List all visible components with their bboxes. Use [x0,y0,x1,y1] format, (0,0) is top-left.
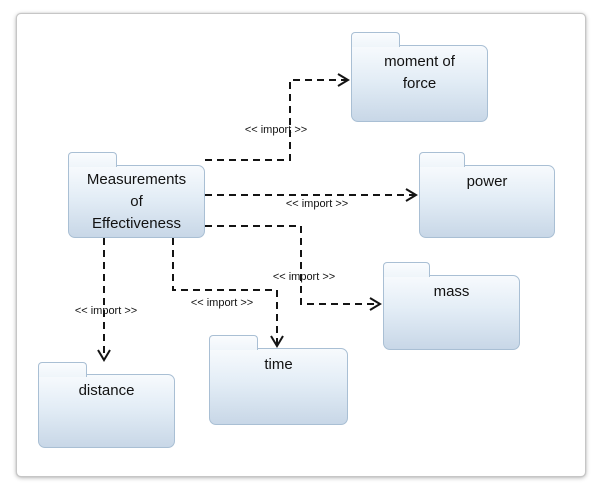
package-tab [68,152,117,167]
package-tab [38,362,87,377]
package-distance[interactable]: distance [38,362,175,448]
package-body: moment of force [351,45,488,122]
import-label-mass: << import >> [272,271,336,283]
import-label-distance: << import >> [74,305,138,317]
package-name: moment of force [384,53,455,92]
import-label-moment-of-force: << import >> [244,124,308,136]
import-label-time: << import >> [190,297,254,309]
edge-import-moment-of-force[interactable] [205,73,350,161]
package-mass[interactable]: mass [383,262,520,350]
package-tab [383,262,430,277]
package-tab [209,335,258,350]
package-moment-of-force[interactable]: moment of force [351,32,488,122]
package-body: time [209,348,348,425]
package-body: power [419,165,555,238]
edge-import-time[interactable] [172,238,284,348]
edge-import-distance[interactable] [97,238,111,362]
package-body: Measurements of Effectiveness [68,165,205,238]
package-time[interactable]: time [209,335,348,425]
package-body: distance [38,374,175,448]
package-name: Measurements of Effectiveness [86,171,187,232]
edge-import-power[interactable] [205,188,418,202]
package-body: mass [383,275,520,350]
import-label-power: << import >> [285,198,349,210]
package-name: power [466,173,508,190]
package-name: time [264,356,293,373]
edge-import-mass[interactable] [205,225,382,311]
package-power[interactable]: power [419,152,555,238]
package-name: mass [433,283,470,300]
package-measurements-of-effectiveness[interactable]: Measurements of Effectiveness [68,152,205,238]
package-tab [351,32,400,47]
package-tab [419,152,465,167]
package-name: distance [78,382,135,399]
